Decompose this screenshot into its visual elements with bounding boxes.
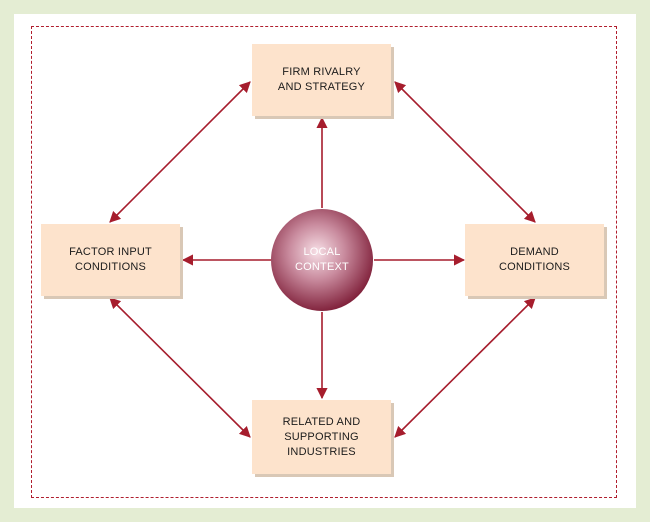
arrow-factor-to-rivalry — [109, 81, 251, 223]
box-firm-rivalry: FIRM RIVALRY AND STRATEGY — [252, 44, 391, 116]
arrow-rivalry-to-demand — [394, 81, 536, 223]
local-context-label: LOCAL CONTEXT — [295, 246, 349, 273]
box-factor-input: FACTOR INPUT CONDITIONS — [41, 224, 180, 296]
dashed-frame — [31, 26, 617, 498]
local-context-circle — [271, 209, 373, 311]
arrow-related-to-factor — [109, 297, 251, 438]
box-related-industries: RELATED AND SUPPORTING INDUSTRIES — [252, 400, 391, 474]
box-demand-conditions: DEMAND CONDITIONS — [465, 224, 604, 296]
arrow-demand-to-related — [394, 297, 536, 438]
